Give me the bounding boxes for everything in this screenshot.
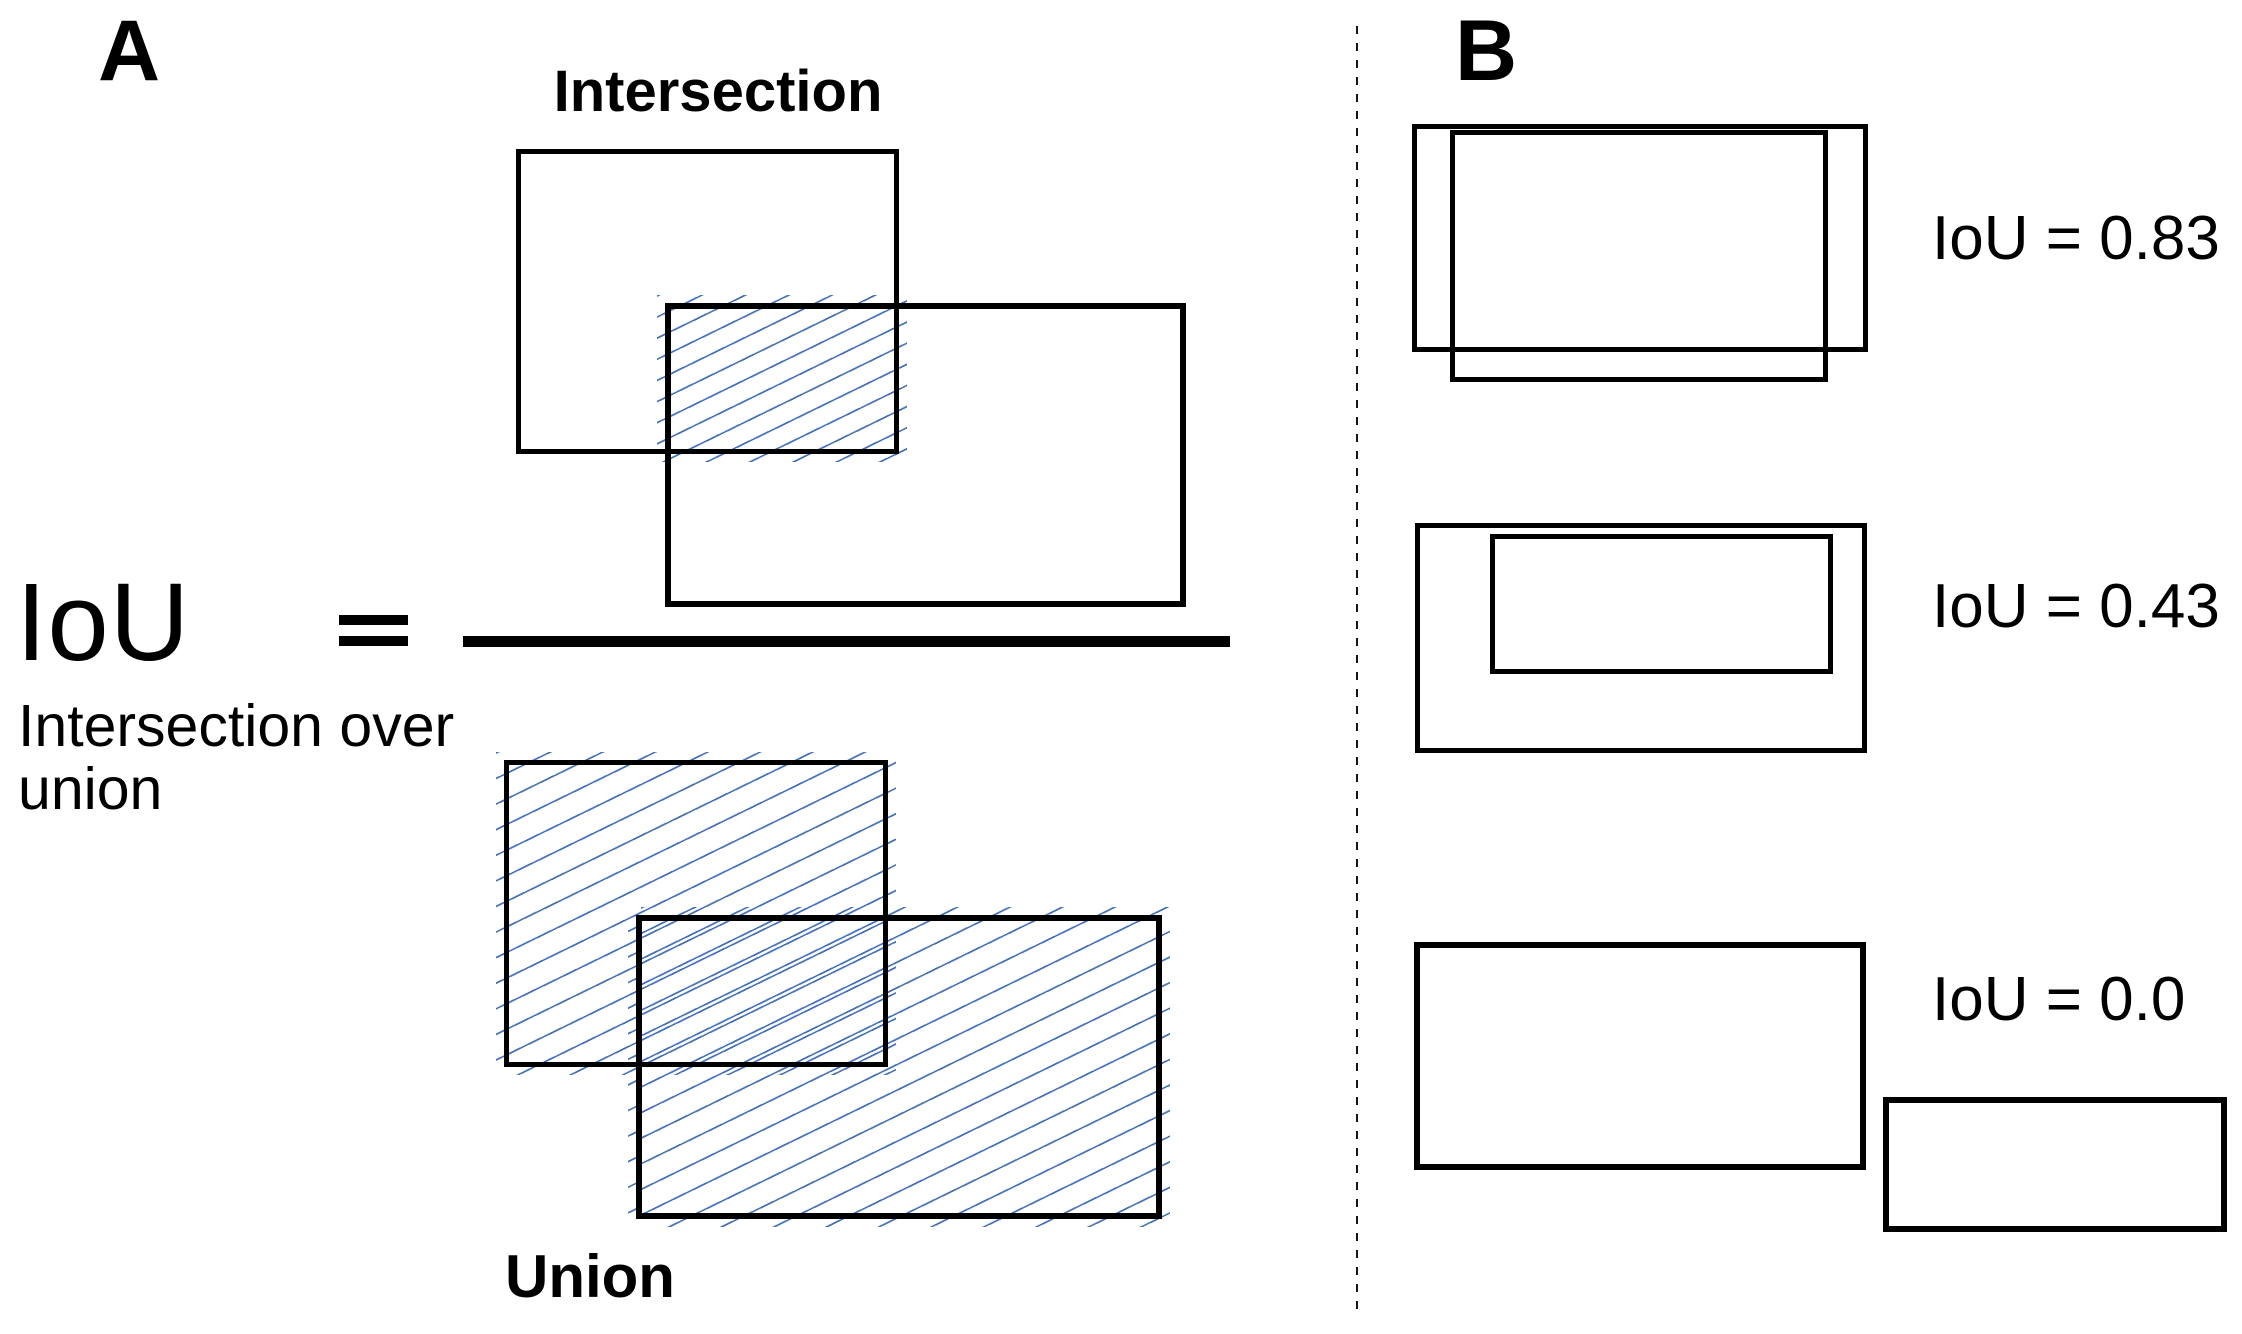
intersection-title: Intersection [553, 59, 883, 124]
example1-iou-value: IoU = 0.83 [1932, 204, 2220, 273]
equals-sign-text: = [0, 0, 1, 1]
fraction-bar [463, 636, 1230, 647]
equation-description-line2: union [18, 756, 163, 822]
union-title: Union [505, 1243, 675, 1310]
example3-iou-value: IoU = 0.0 [1932, 965, 2186, 1034]
equals-bottom-bar [339, 636, 408, 646]
union-hatch-region-2 [628, 907, 1170, 1227]
union-bounding-box-2 [636, 915, 1162, 1219]
panel-a-label: A [98, 3, 161, 99]
panel-b-label: B [1455, 3, 1518, 99]
equation-description: Intersection over union [18, 695, 454, 821]
equation-description-line1: Intersection over [18, 693, 455, 759]
example1-box1 [1412, 124, 1868, 352]
example3-box1 [1414, 942, 1866, 1170]
panel-divider [1356, 26, 1358, 1312]
example1-box2 [1450, 130, 1828, 382]
example3-box2 [1883, 1097, 2227, 1232]
intersection-hatch-region [657, 295, 907, 462]
bounding-box-a1 [516, 149, 899, 454]
equation-lhs: IoU [16, 561, 191, 684]
example2-box2 [1490, 534, 1833, 674]
union-bounding-box-1 [504, 760, 888, 1067]
example2-iou-value: IoU = 0.43 [1932, 572, 2220, 641]
equals-top-bar [339, 615, 408, 625]
bounding-box-a2 [665, 303, 1186, 607]
example2-box1 [1415, 523, 1867, 753]
